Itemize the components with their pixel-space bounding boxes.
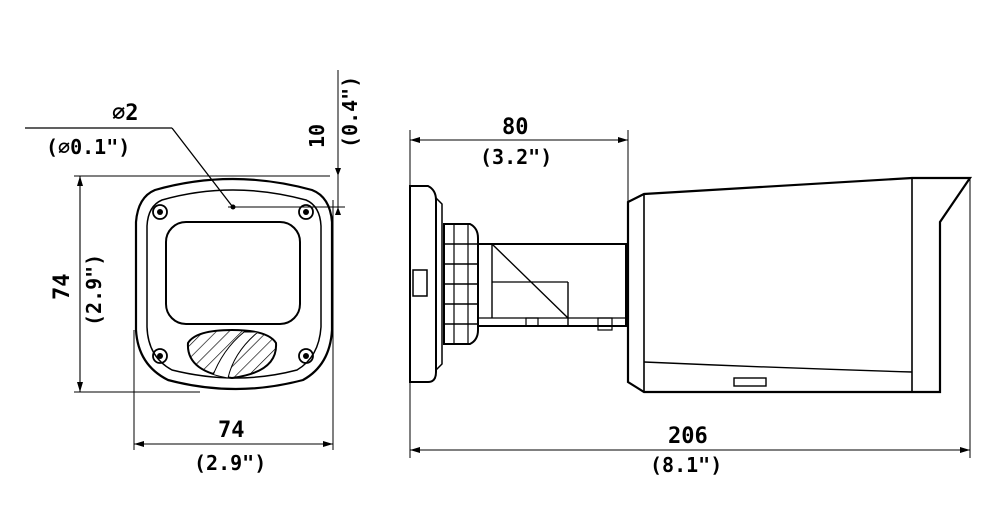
offset-mm: 10 xyxy=(305,124,329,148)
camera-body xyxy=(626,176,973,394)
front-window xyxy=(165,221,301,325)
front-height-mm: 74 xyxy=(50,274,75,301)
hole-diameter-in: (⌀0.1") xyxy=(46,135,130,159)
front-width-mm: 74 xyxy=(218,418,245,443)
front-housing-inner xyxy=(146,189,322,379)
side-view xyxy=(409,130,973,458)
bracket-depth-in: (3.2") xyxy=(480,145,552,169)
wall-plate xyxy=(409,185,437,383)
bracket-depth-mm: 80 xyxy=(502,115,529,140)
front-width-in: (2.9") xyxy=(194,451,266,475)
front-housing-outer xyxy=(134,177,334,391)
front-view xyxy=(25,70,345,450)
hole-diameter-mm: ⌀2 xyxy=(112,101,139,126)
plate-bump xyxy=(412,269,428,297)
hole-leader-diagonal xyxy=(171,127,233,207)
bottom-clip xyxy=(733,377,767,387)
joint-nut xyxy=(443,223,479,345)
bracket-arm xyxy=(477,243,627,327)
front-height-in: (2.9") xyxy=(82,254,106,326)
screw-icon xyxy=(152,204,314,364)
total-length-in: (8.1") xyxy=(650,453,722,477)
offset-in: (0.4") xyxy=(338,76,362,148)
total-length-mm: 206 xyxy=(668,424,708,449)
